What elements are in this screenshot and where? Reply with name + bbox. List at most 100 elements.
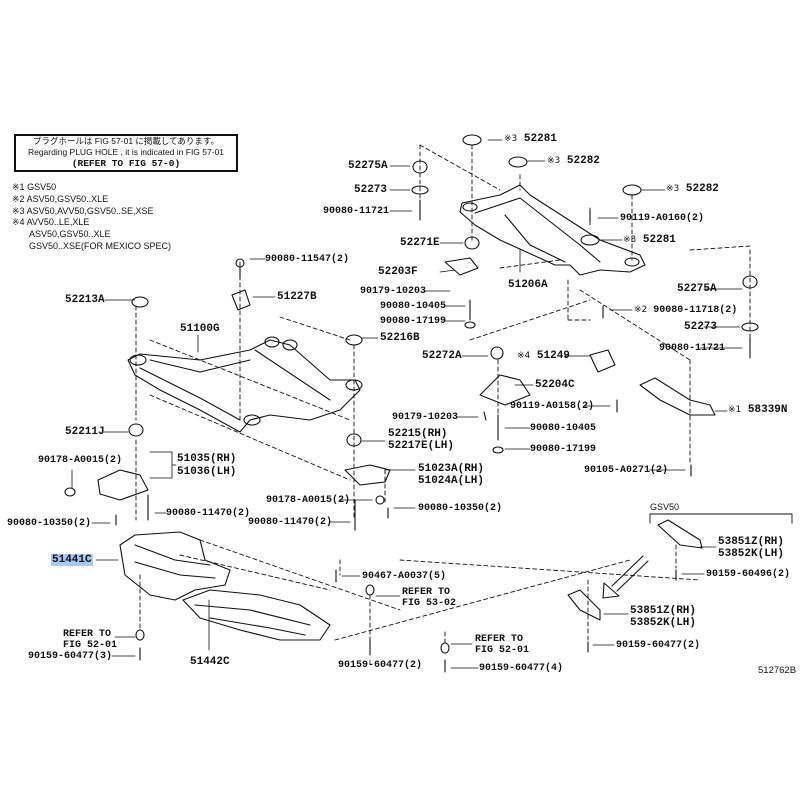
part-label-51206a[interactable]: 51206A: [508, 279, 548, 291]
part-label-90159-60477[interactable]: 90159-60477(2): [338, 660, 423, 671]
under-cover-51441c: [119, 531, 231, 601]
part-label-90080-10405[interactable]: 90080-10405: [380, 301, 447, 312]
highlighted-part-number: 51441C: [51, 554, 93, 566]
legend-text: GSV50..XSE(FOR MEXICO SPEC): [29, 240, 172, 251]
part-label-90159-60477[interactable]: 90159-60477(4): [479, 663, 564, 674]
legend-mark: ※4: [12, 217, 25, 228]
part-label-51441c[interactable]: 51441C: [51, 554, 93, 566]
note-line-en: Regarding PLUG HOLE , it is indicated in…: [27, 147, 225, 157]
bracket-51227b: [231, 289, 251, 311]
part-label-90080-17199[interactable]: 90080-17199: [530, 444, 597, 455]
part-label-52275a[interactable]: 52275A: [348, 160, 388, 172]
gsv50-group-bracket: [649, 513, 793, 524]
part-label-52204c[interactable]: 52204C: [535, 379, 575, 391]
part-label-52271e[interactable]: 52271E: [400, 237, 440, 249]
part-label-52281[interactable]: ※3 52281: [623, 234, 676, 246]
part-label-52213a[interactable]: 52213A: [65, 294, 105, 306]
direction-arrow-icon: [602, 555, 649, 599]
part-label-58339n[interactable]: ※1 58339N: [728, 404, 788, 416]
part-label-52273[interactable]: 52273: [684, 321, 718, 333]
part-label-53852k[interactable]: 53852K(LH): [630, 617, 697, 629]
part-label-90119-a0158[interactable]: 90119-A0158(2): [510, 401, 595, 412]
part-label-90080-17199[interactable]: 90080-17199: [380, 316, 447, 327]
bracket-53851z-top: [657, 519, 703, 549]
part-label-52215[interactable]: 52215(RH): [388, 428, 448, 440]
plug-hole-note: プラグホールは FIG 57-01 に掲載してあります。 Regarding P…: [14, 134, 238, 172]
guide-lines: [135, 144, 751, 646]
part-label-52282[interactable]: ※3 52282: [666, 183, 719, 195]
bracket-51035: [97, 469, 149, 501]
leader-lines: [71, 139, 743, 669]
part-label-51023a[interactable]: 51023A(RH): [418, 463, 485, 475]
legend-text: ASV50,GSV50..XLE: [26, 193, 109, 204]
part-label-90159-60477[interactable]: 90159-60477(3): [28, 651, 113, 662]
gsv50-group-label: GSV50: [650, 502, 680, 512]
part-label-52281[interactable]: ※3 52281: [504, 133, 557, 145]
part-label-52272a[interactable]: 52272A: [422, 350, 462, 362]
part-label-51036[interactable]: 51036(LH): [177, 466, 237, 478]
legend-mark: ※2: [12, 193, 25, 204]
legend-item: ASV50,GSV50..XLE: [12, 229, 171, 241]
part-label-51100g[interactable]: 51100G: [180, 323, 220, 335]
under-cover-51442c: [182, 589, 331, 641]
bracket-52204c: [479, 374, 531, 406]
part-label-51227b[interactable]: 51227B: [277, 291, 317, 303]
part-label-53851z[interactable]: 53851Z(RH): [630, 605, 697, 617]
part-label-52203f[interactable]: 52203F: [378, 266, 418, 278]
part-label-90080-11721[interactable]: 90080-11721: [323, 206, 390, 217]
bracket-51023a: [344, 464, 391, 486]
part-label-90179-10203[interactable]: 90179-10203: [360, 286, 427, 297]
bracket-52203f: [444, 257, 479, 276]
part-label-90080-11718[interactable]: ※2 90080-11718(2): [634, 305, 738, 316]
part-label-52216b[interactable]: 52216B: [380, 332, 420, 344]
legend-mark: ※1: [12, 182, 25, 192]
bracket-53851z-bottom: [567, 589, 601, 621]
model-legend: ※1 GSV50 ※2 ASV50,GSV50..XLE ※3 ASV50,AV…: [12, 182, 171, 253]
note-reference-link[interactable]: (REFER TO FIG 57-0): [71, 158, 181, 169]
part-label-90159-60477[interactable]: 90159-60477(2): [616, 640, 701, 651]
part-label-90080-11547[interactable]: 90080-11547(2): [265, 254, 350, 265]
part-label-90119-a0160[interactable]: 90119-A0160(2): [620, 213, 705, 224]
legend-text: AVV50..LE,XLE: [26, 217, 90, 228]
crossmember-51206a: [459, 184, 646, 276]
part-label-51035[interactable]: 51035(RH): [177, 453, 237, 465]
legend-text: ASV50,AVV50,GSV50..SE,XSE: [26, 205, 154, 216]
figure-id: 512762B: [758, 665, 797, 676]
part-label-90178-a0015[interactable]: 90178-A0015(2): [38, 455, 123, 466]
part-label-90080-10350[interactable]: 90080-10350(2): [418, 503, 503, 514]
part-label-51442c[interactable]: 51442C: [190, 656, 230, 668]
part-label-90080-11470[interactable]: 90080-11470(2): [248, 517, 333, 528]
part-label-53851z[interactable]: 53851Z(RH): [718, 536, 785, 548]
part-label-52217e[interactable]: 52217E(LH): [388, 440, 455, 452]
part-label-90080-10405[interactable]: 90080-10405: [530, 423, 597, 434]
part-label-90159-60496[interactable]: 90159-60496(2): [706, 569, 791, 580]
part-label-90080-11470[interactable]: 90080-11470(2): [166, 508, 251, 519]
part-label-90105-a0271[interactable]: 90105-A0271(2): [584, 465, 669, 476]
part-label-90080-11721[interactable]: 90080-11721: [659, 343, 726, 354]
part-label-51249[interactable]: ※4 51249: [517, 350, 570, 362]
note-line-jp: プラグホールは FIG 57-01 に掲載してあります。: [32, 136, 220, 146]
part-label-52211j[interactable]: 52211J: [65, 426, 105, 438]
part-label-52282[interactable]: ※3 52282: [547, 155, 600, 167]
part-label-52273[interactable]: 52273: [354, 184, 388, 196]
legend-item: ※2 ASV50,GSV50..XLE: [12, 194, 171, 206]
part-label-52275a[interactable]: 52275A: [677, 283, 717, 295]
part-label-90080-10350[interactable]: 90080-10350(2): [7, 518, 92, 529]
legend-text: ASV50,GSV50..XLE: [29, 229, 111, 240]
bracket-58339n: [639, 377, 716, 416]
legend-mark: ※3: [12, 205, 25, 216]
legend-item: ※3 ASV50,AVV50,GSV50..SE,XSE: [12, 206, 171, 218]
legend-item: ※1 GSV50: [12, 182, 171, 194]
part-label-90179-10203[interactable]: 90179-10203: [392, 412, 459, 423]
legend-text: GSV50: [27, 182, 57, 192]
part-label-90178-a0015[interactable]: 90178-A0015(2): [266, 495, 351, 506]
part-label-51024a[interactable]: 51024A(LH): [418, 475, 485, 487]
part-label-90467-a0037[interactable]: 90467-A0037(5): [362, 571, 447, 582]
part-label-53852k[interactable]: 53852K(LH): [718, 548, 785, 560]
legend-item: ※4 AVV50..LE,XLE: [12, 217, 171, 229]
fasteners: [64, 134, 759, 673]
